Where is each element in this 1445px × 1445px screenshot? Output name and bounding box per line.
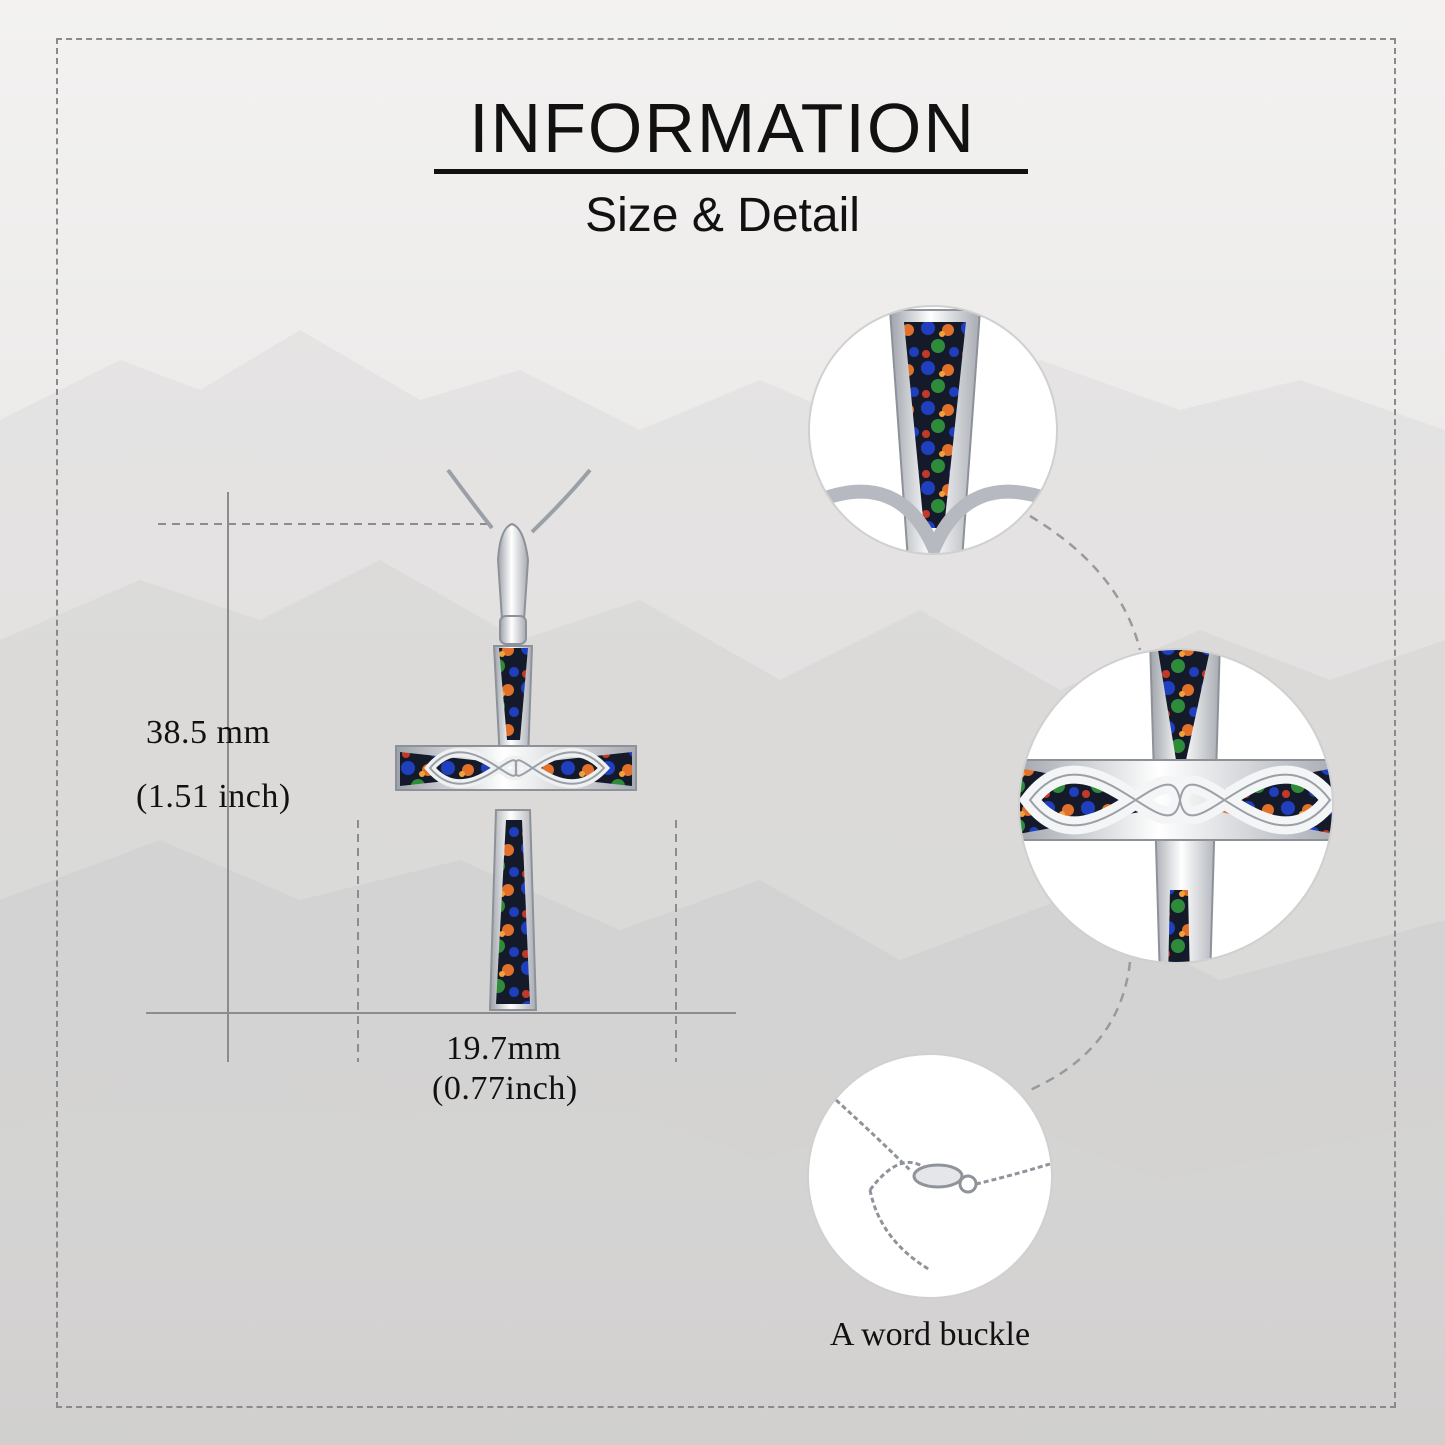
title-underline	[434, 169, 1028, 174]
detail-circle-top	[808, 305, 1058, 555]
width-inch-label: (0.77inch)	[432, 1070, 578, 1107]
dashed-frame	[56, 38, 1396, 1408]
detail-circle-clasp	[807, 1053, 1053, 1299]
detail-connectors	[1029, 514, 1142, 1092]
dimension-lines	[146, 492, 736, 1062]
clasp-caption: A word buckle	[829, 1316, 1031, 1353]
necklace-chain	[446, 468, 592, 534]
detail-circle-center	[1018, 648, 1334, 964]
height-mm-label: 38.5 mm	[146, 714, 271, 751]
height-inch-label: (1.51 inch)	[136, 778, 291, 815]
page-subtitle: Size & Detail	[585, 189, 860, 242]
width-mm-label: 19.7mm	[446, 1030, 562, 1067]
pendant-bail	[496, 522, 530, 621]
page-title: INFORMATION	[469, 89, 976, 167]
cross-pendant	[395, 645, 637, 1011]
